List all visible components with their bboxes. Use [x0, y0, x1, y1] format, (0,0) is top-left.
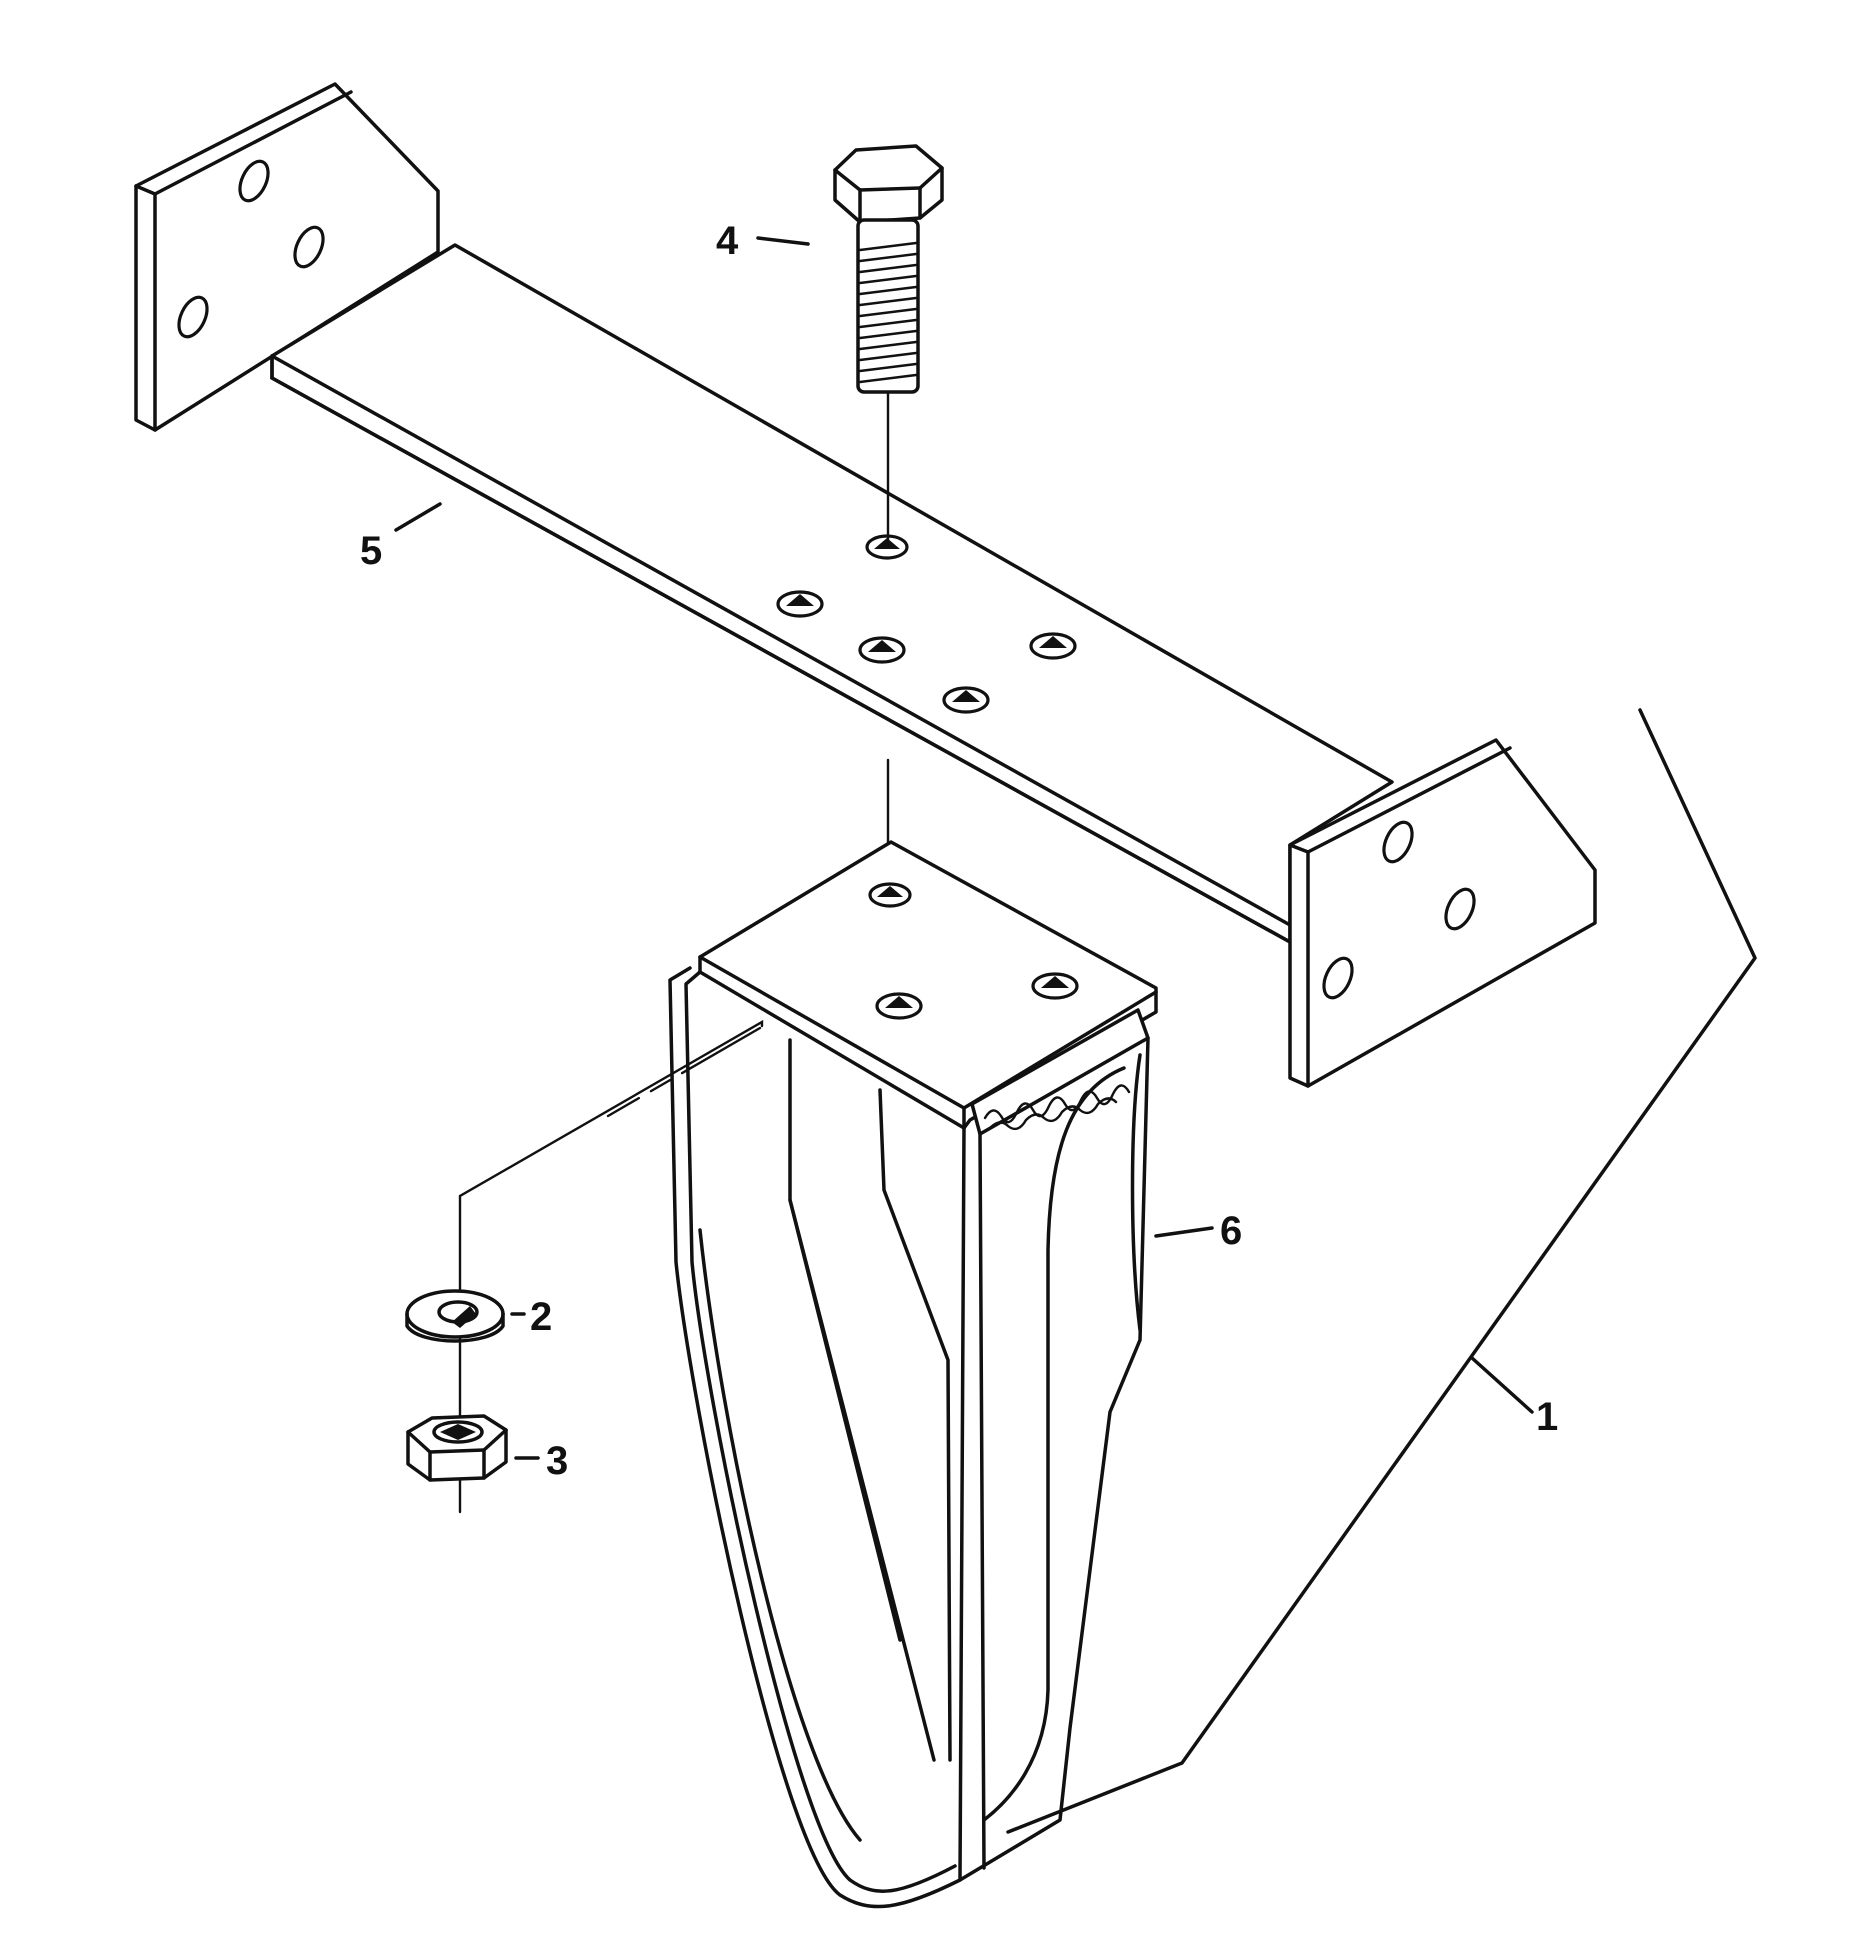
callout-1: 1 — [1470, 1356, 1558, 1439]
callout-2: 2 — [510, 1295, 552, 1339]
strap-hanger — [668, 840, 1158, 1909]
callout-3: 3 — [514, 1439, 568, 1483]
callout-5: 5 — [360, 502, 442, 573]
bolt-threads — [858, 241, 918, 384]
callout-5-label: 5 — [360, 529, 382, 573]
callout-1-label: 1 — [1536, 1395, 1558, 1439]
callout-6-label: 6 — [1220, 1209, 1242, 1253]
lock-washer — [405, 1289, 505, 1343]
right-end-plate — [1288, 738, 1597, 1088]
bracket-bar — [270, 243, 1394, 944]
left-end-plate — [134, 82, 440, 432]
callout-4-label: 4 — [716, 219, 739, 263]
hex-nut — [406, 1414, 508, 1482]
callout-4: 4 — [716, 219, 810, 263]
assembly-bracket-line — [1006, 708, 1757, 1834]
hex-bolt — [833, 144, 944, 394]
mounting-bracket — [134, 82, 1597, 1088]
weld-bead — [970, 1008, 1150, 1136]
callout-6: 6 — [1154, 1209, 1242, 1253]
bracket-bar-holes — [776, 534, 1077, 714]
callout-3-label: 3 — [546, 1439, 568, 1483]
callout-2-label: 2 — [530, 1295, 552, 1339]
